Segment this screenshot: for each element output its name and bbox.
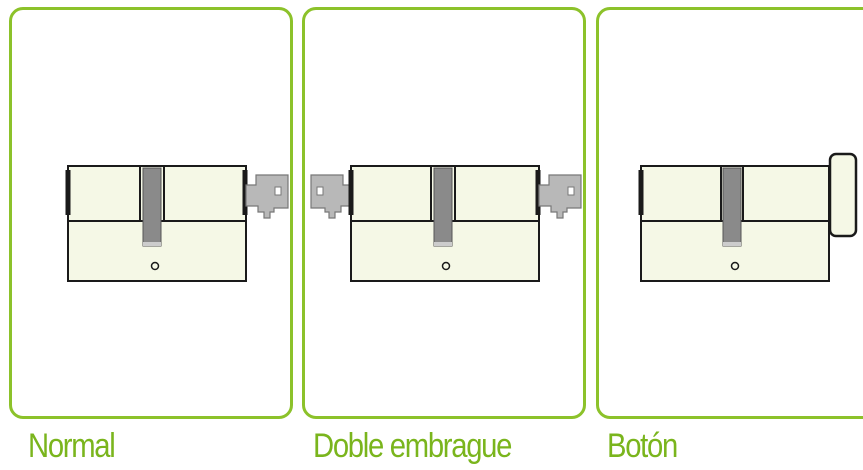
screw-hole: [730, 261, 740, 271]
screw-hole: [150, 261, 160, 271]
label-boton: Botón: [607, 427, 678, 465]
doble-embrague-cylinder-diagram: [310, 165, 582, 282]
panel-boton: [596, 7, 863, 419]
normal-cylinder-diagram: [65, 165, 289, 282]
thumb-knob: [828, 152, 858, 238]
cam: [722, 167, 742, 247]
boton-cylinder-diagram: [638, 152, 858, 282]
cam: [142, 167, 162, 247]
label-doble-embrague: Doble embrague: [313, 427, 512, 465]
screw-hole: [441, 261, 451, 271]
right-key: [245, 174, 289, 219]
cam: [433, 167, 453, 247]
panel-doble-embrague: [302, 7, 586, 419]
panel-normal: [9, 7, 293, 419]
label-normal: Normal: [28, 427, 116, 465]
left-key: [310, 174, 352, 219]
right-key: [538, 174, 582, 219]
